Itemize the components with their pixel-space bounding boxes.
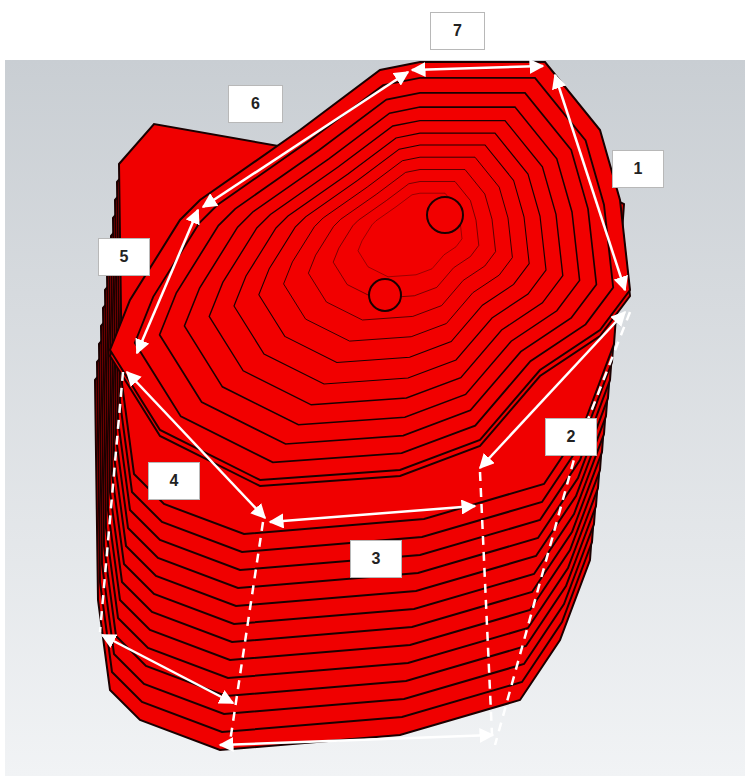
background — [5, 60, 745, 776]
projection-lines — [100, 312, 630, 745]
callout-number: 2 — [545, 418, 597, 456]
callout-number: 7 — [430, 12, 485, 50]
callout-number: 4 — [148, 462, 200, 500]
dimension-arrows — [102, 66, 625, 745]
upper-terraces — [110, 62, 630, 486]
callout-number: 6 — [228, 85, 283, 123]
callout-number: 1 — [612, 150, 664, 188]
callout-number: 5 — [98, 238, 150, 276]
callout-number: 3 — [350, 540, 402, 578]
